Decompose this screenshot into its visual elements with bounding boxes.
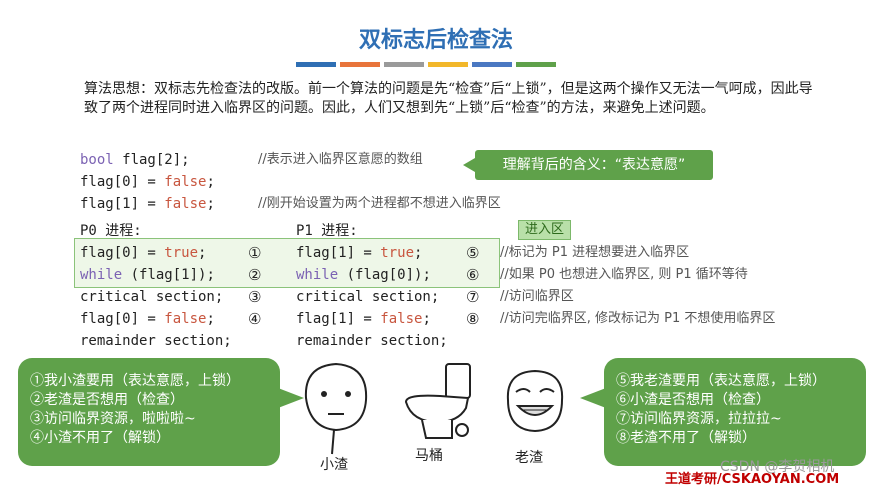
code-text: flag[1] =	[296, 245, 381, 261]
code-text: flag[0] =	[80, 245, 165, 261]
p0-line-5: remainder section;	[80, 333, 232, 349]
xiaozha-face-icon	[304, 362, 368, 455]
code-text: flag[2];	[113, 152, 190, 168]
code-text: flag[0] =	[80, 174, 165, 190]
code-text: ;	[414, 245, 423, 261]
p1-comment-2: //如果 P0 也想进入临界区, 则 P1 循环等待	[500, 267, 748, 282]
code-text: ;	[206, 174, 215, 190]
p1-comment-4: //访问完临界区, 修改标记为 P1 不想使用临界区	[500, 311, 776, 326]
bubble-left-line-4: ④小渣不用了（解锁）	[30, 430, 170, 446]
code-comment-init: //刚开始设置为两个进程都不想进入临界区	[258, 196, 501, 211]
intro-paragraph: 算法思想：双标志先检查法的改版。前一个算法的问题是先“检查”后“上锁”，但是这两…	[84, 81, 813, 116]
p1-step-7: ⑦	[466, 288, 480, 306]
color-bar-seg-3	[384, 62, 424, 67]
p1-line-5: remainder section;	[296, 333, 448, 349]
p1-header: P1 进程:	[296, 223, 358, 239]
bubble-right-line-3: ⑦访问临界资源，拉拉拉~	[616, 411, 782, 427]
bubble-right-line-4: ⑧老渣不用了（解锁）	[616, 430, 756, 446]
p1-line-2: while (flag[0]);	[296, 266, 431, 284]
color-bar-seg-6	[516, 62, 556, 67]
bubble-right-line-2: ⑥小渣是否想用（检查）	[616, 392, 770, 408]
p1-step-8: ⑧	[466, 310, 480, 328]
p0-step-1: ①	[248, 244, 262, 262]
code-text: flag[1] =	[296, 311, 381, 327]
color-bar	[296, 62, 556, 67]
page-title: 双标志后检查法	[358, 28, 513, 53]
character-label-laozha: 老渣	[515, 450, 543, 466]
color-bar-seg-5	[472, 62, 512, 67]
p0-header: P0 进程:	[80, 223, 142, 239]
code-literal: false	[164, 196, 207, 212]
p1-comment-3: //访问临界区	[500, 289, 574, 304]
p1-line-1: flag[1] = true;	[296, 244, 422, 262]
p0-step-2: ②	[248, 266, 262, 284]
character-label-toilet: 马桶	[415, 448, 443, 464]
code-text: flag[0] =	[80, 311, 165, 327]
p0-line-1: flag[0] = true;	[80, 244, 206, 262]
p1-line-3: critical section;	[296, 289, 440, 305]
laozha-face-icon	[506, 369, 564, 433]
code-line-flag0-init: flag[0] = false;	[80, 173, 215, 191]
p1-step-6: ⑥	[466, 266, 480, 284]
color-bar-seg-1	[296, 62, 336, 67]
callout-meaning: 理解背后的含义：“表达意愿”	[463, 150, 713, 180]
code-keyword: while	[80, 267, 123, 283]
code-literal: false	[380, 311, 423, 327]
code-text: (flag[1]);	[122, 267, 215, 283]
p0-line-4: flag[0] = false;	[80, 310, 215, 328]
code-literal: true	[380, 245, 415, 261]
character-label-xiaozha: 小渣	[320, 457, 348, 473]
code-text: ;	[422, 311, 431, 327]
code-literal: true	[164, 245, 199, 261]
p0-step-3: ③	[248, 288, 262, 306]
code-text: ;	[198, 245, 207, 261]
footer-brand: 王道考研/CSKAOYAN.COM	[665, 472, 840, 486]
code-literal: false	[164, 174, 207, 190]
p1-comment-1: //标记为 P1 进程想要进入临界区	[500, 245, 690, 260]
code-literal: false	[164, 311, 207, 327]
code-text: ;	[206, 311, 215, 327]
speech-bubble-right: ⑤我老渣要用（表达意愿，上锁） ⑥小渣是否想用（检查） ⑦访问临界资源，拉拉拉~…	[580, 358, 866, 466]
csdn-watermark: CSDN @李贺相机	[720, 459, 835, 475]
p1-line-4: flag[1] = false;	[296, 310, 431, 328]
bubble-right-line-1: ⑤我老渣要用（表达意愿，上锁）	[616, 373, 826, 389]
code-line-flag1-init: flag[1] = false;	[80, 195, 215, 213]
code-comment-flag-array: //表示进入临界区意愿的数组	[258, 152, 423, 167]
entry-section-tag: 进入区	[518, 220, 572, 240]
color-bar-seg-4	[428, 62, 468, 67]
speech-bubble-left: ①我小渣要用（表达意愿，上锁） ②老渣是否想用（检查） ③访问临界资源，啦啦啦~…	[18, 358, 304, 466]
p0-line-2: while (flag[1]);	[80, 266, 215, 284]
p1-step-5: ⑤	[466, 244, 480, 262]
p0-step-4: ④	[248, 310, 262, 328]
bubble-left-line-1: ①我小渣要用（表达意愿，上锁）	[30, 373, 240, 389]
code-text: flag[1] =	[80, 196, 165, 212]
entry-section-highlight	[74, 238, 500, 288]
bubble-left-line-3: ③访问临界资源，啦啦啦~	[30, 411, 196, 427]
code-line-flag-decl: bool flag[2];	[80, 151, 190, 169]
code-keyword: while	[296, 267, 339, 283]
p0-line-3: critical section;	[80, 289, 224, 305]
code-text: (flag[0]);	[338, 267, 431, 283]
code-text: ;	[206, 196, 215, 212]
color-bar-seg-2	[340, 62, 380, 67]
code-keyword: bool	[80, 152, 114, 168]
toilet-icon	[404, 363, 471, 439]
bubble-left-line-2: ②老渣是否想用（检查）	[30, 392, 184, 408]
